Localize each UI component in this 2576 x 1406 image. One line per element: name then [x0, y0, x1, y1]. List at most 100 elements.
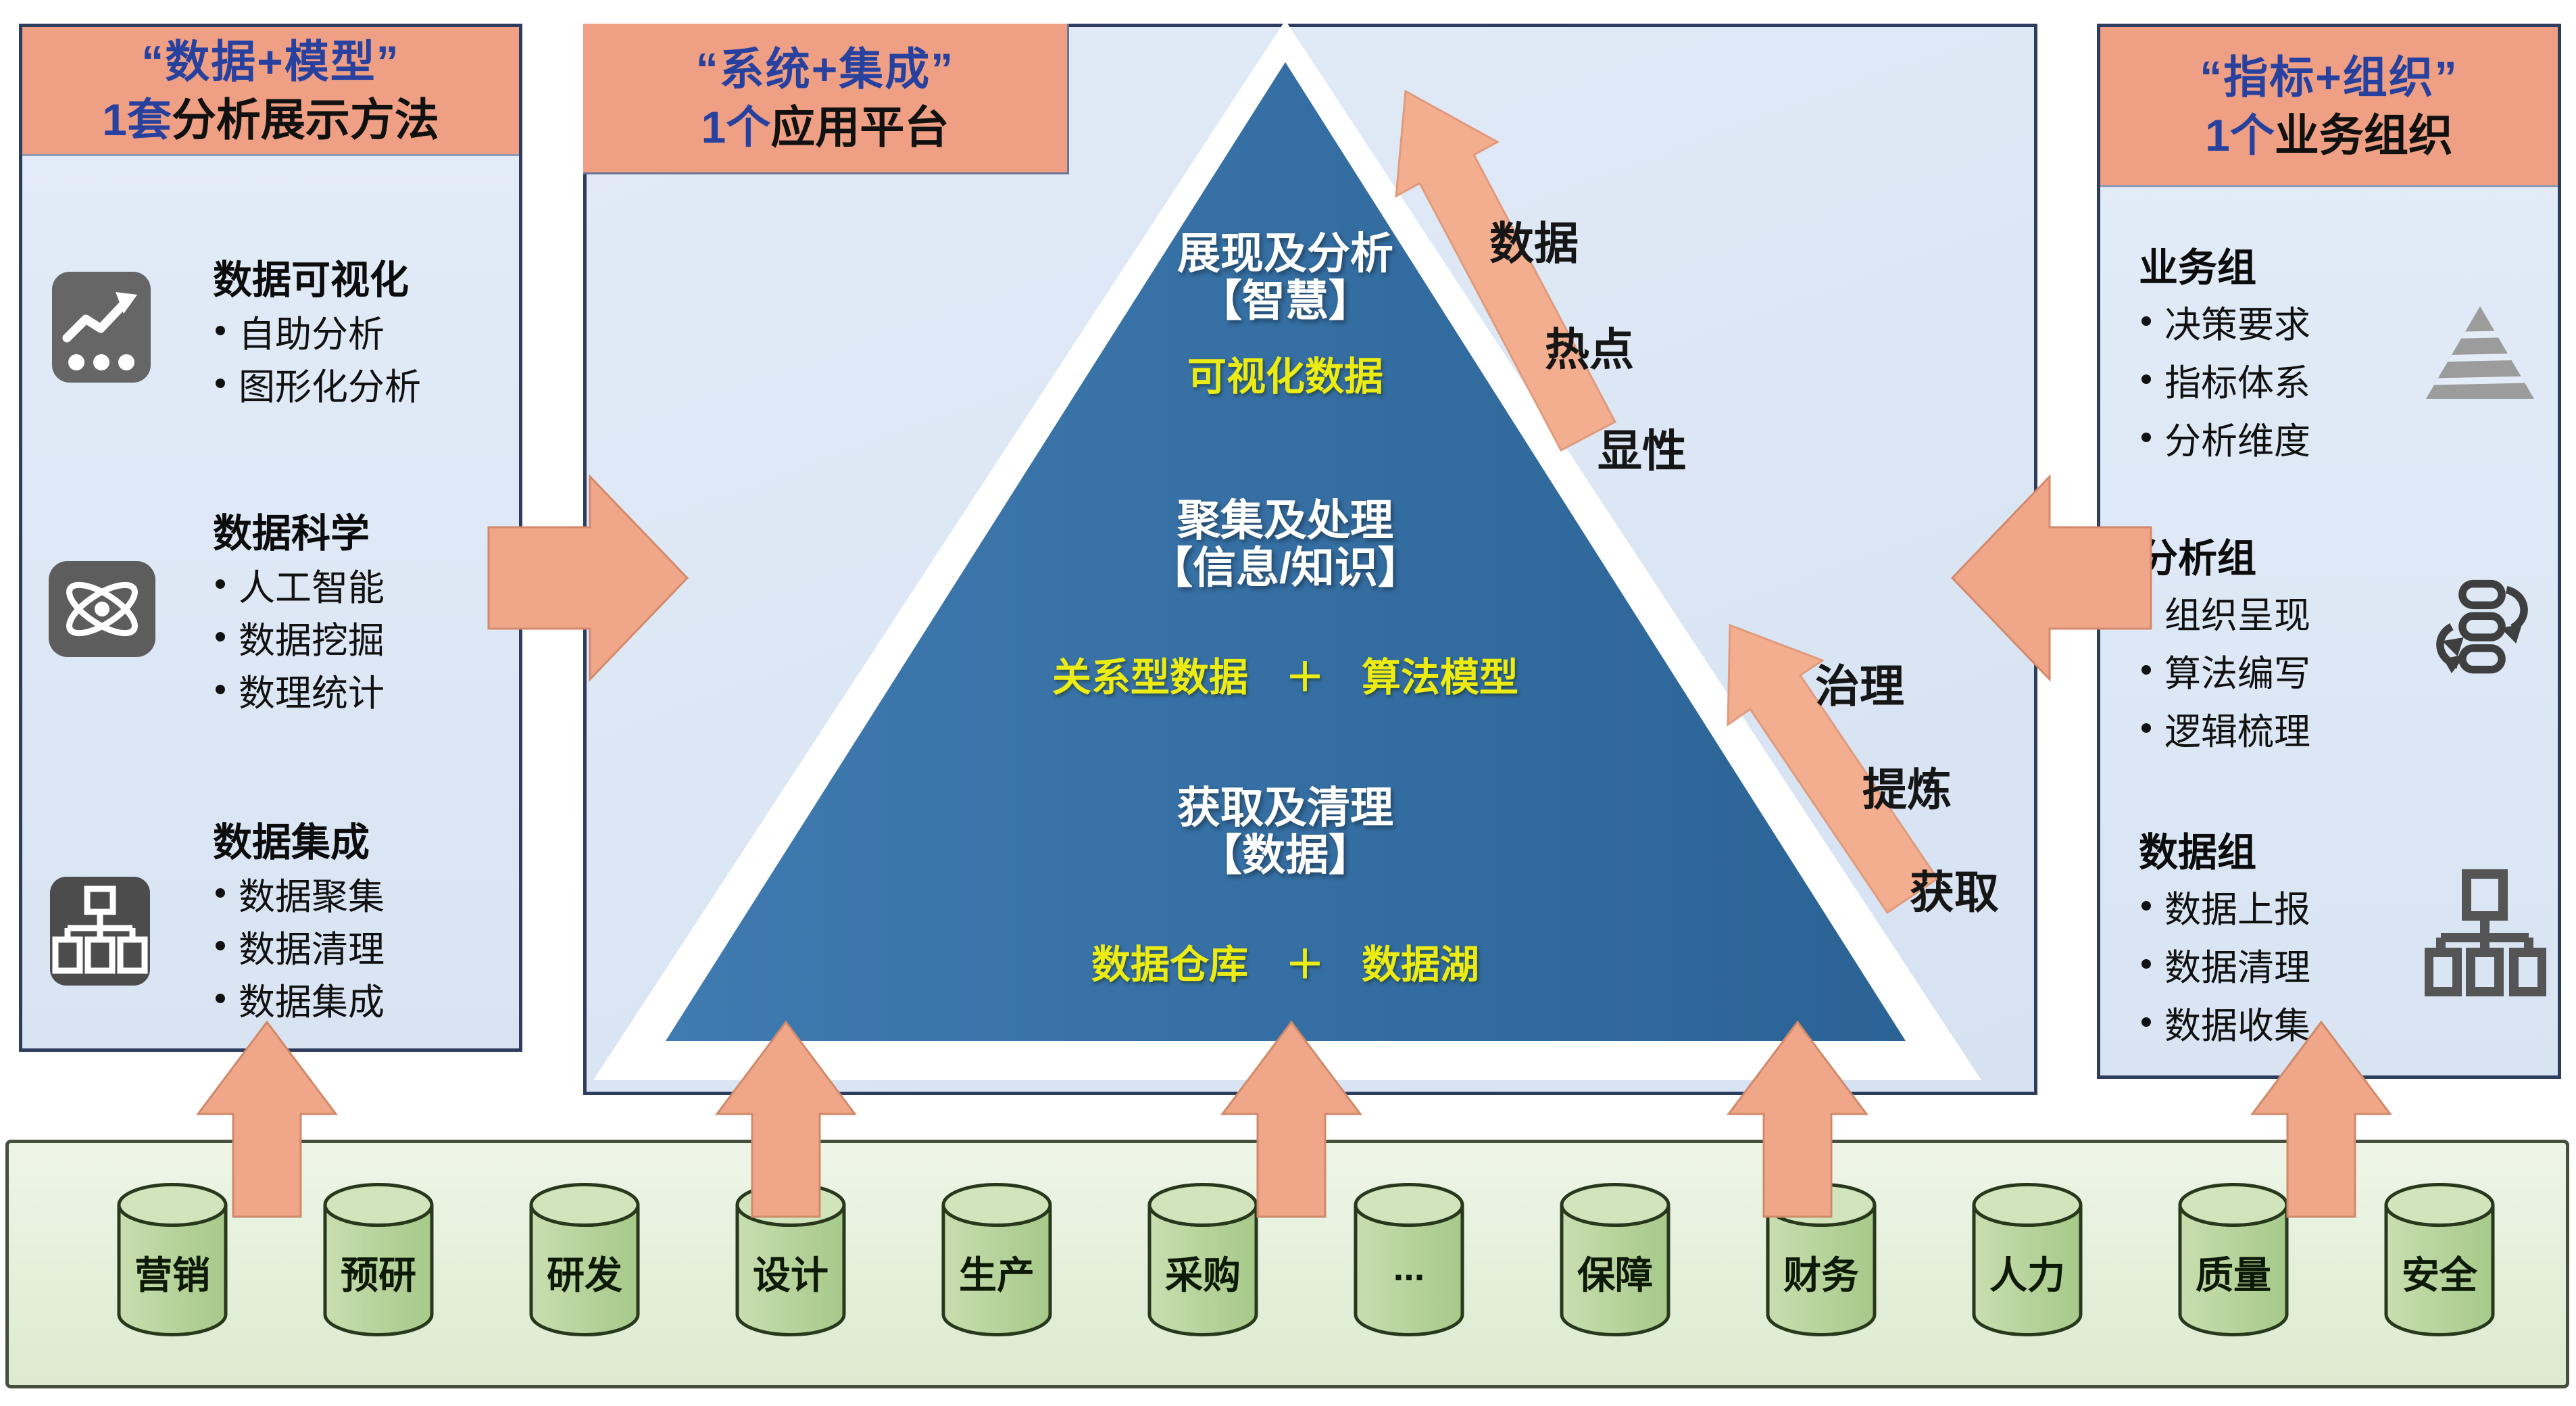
section-title: 数据组 [2139, 831, 2257, 875]
right-section-analysis-group: 分析组 组织呈现 算法编写 逻辑梳理 [2139, 535, 2310, 757]
bullet-dot-icon [2141, 607, 2151, 616]
bullet-dot-icon [216, 888, 225, 898]
bullet-text: 算法编写 [2164, 653, 2310, 694]
cylinder-label: 研发 [547, 1254, 622, 1296]
cylinder-label: 安全 [2402, 1254, 2477, 1296]
bullet-dot-icon [216, 941, 225, 950]
list-item: 算法编写 [2139, 641, 2310, 699]
cylinder-label: ... [1393, 1246, 1425, 1288]
left-header-line1: “数据+模型” [141, 37, 400, 87]
section-title: 数据集成 [213, 821, 370, 865]
center-header-line2: 1个应用平台 [701, 98, 949, 156]
bullet-text: 指标体系 [2164, 362, 2310, 404]
cylinder-label: 质量 [2196, 1254, 2271, 1296]
section-title: 分析组 [2139, 537, 2257, 581]
tier-highlight: 可视化数据 [1187, 355, 1383, 399]
flow-label: 提炼 [1862, 765, 1952, 815]
source-cylinder: 质量 [2176, 1178, 2291, 1343]
bullet-dot-icon [216, 632, 225, 641]
center-header-line1: “系统+集成” [695, 44, 955, 94]
atom-icon [47, 554, 157, 667]
flow-label: 热点 [1545, 324, 1634, 374]
bullet-dot-icon [216, 326, 225, 335]
cylinder-label: 保障 [1577, 1254, 1653, 1296]
list-item: 数据收集 [2139, 993, 2310, 1051]
bullet-text: 数理统计 [239, 673, 385, 714]
left-section-visualization: 数据可视化 自助分析 图形化分析 [213, 257, 421, 410]
list-item: 数据上报 [2139, 877, 2310, 935]
left-section-data-integration: 数据集成 数据聚集 数据清理 数据集成 [213, 819, 385, 1025]
cylinder-label: 人力 [1989, 1254, 2065, 1296]
center-header-accent: 1个 [701, 102, 771, 152]
cylinder-label: 采购 [1165, 1254, 1241, 1296]
bullet-dot-icon [216, 379, 225, 388]
cylinder-label: 生产 [959, 1254, 1035, 1296]
tier-bracket: 【智慧】 [1199, 276, 1372, 325]
list-item: 数据聚集 [213, 867, 385, 919]
bullet-text: 分析维度 [2164, 420, 2310, 462]
tier-title: 聚集及处理 [1176, 496, 1393, 545]
bullet-text: 数据清理 [239, 929, 385, 970]
section-title: 数据可视化 [213, 258, 410, 302]
cycle-icon [2431, 570, 2533, 688]
list-item: 组织呈现 [2139, 583, 2310, 641]
bullet-text: 人工智能 [239, 567, 385, 608]
left-header-accent: 1套 [102, 95, 172, 145]
plus-sign: ＋ [1285, 656, 1325, 700]
right-header-line2: 1个业务组织 [2205, 106, 2453, 164]
tier-highlight: 关系型数据 [1051, 656, 1248, 700]
left-header-line2: 1套分析展示方法 [102, 91, 439, 149]
cylinder-label: 营销 [134, 1254, 210, 1296]
source-cylinder: 预研 [321, 1178, 436, 1343]
tier-highlight: 数据湖 [1362, 943, 1480, 987]
source-cylinder: 财务 [1764, 1178, 1879, 1343]
list-item: 数据清理 [2139, 935, 2310, 993]
left-panel-header: “数据+模型” 1套分析展示方法 [22, 27, 519, 156]
source-cylinder: 安全 [2382, 1178, 2497, 1343]
bullet-text: 数据上报 [2164, 889, 2310, 930]
bullet-dot-icon [2141, 316, 2151, 326]
list-item: 分析维度 [2139, 408, 2310, 466]
tier-title: 展现及分析 [1177, 229, 1393, 278]
right-section-business-group: 业务组 决策要求 指标体系 分析维度 [2139, 245, 2310, 466]
list-item: 人工智能 [213, 558, 385, 610]
bullet-dot-icon [2141, 723, 2151, 733]
right-section-data-group: 数据组 数据上报 数据清理 数据收集 [2139, 829, 2310, 1051]
list-item: 图形化分析 [213, 357, 421, 410]
bullet-text: 数据集成 [239, 981, 385, 1023]
bullet-text: 图形化分析 [239, 366, 421, 408]
source-cylinder: 保障 [1558, 1178, 1673, 1343]
center-header-rest: 应用平台 [770, 102, 949, 152]
cylinder-label: 设计 [753, 1254, 828, 1296]
source-cylinder: 研发 [527, 1178, 642, 1343]
bullet-dot-icon [216, 579, 225, 589]
bullet-text: 数据挖掘 [239, 620, 385, 661]
center-panel-header: “系统+集成” 1个应用平台 [583, 24, 1069, 174]
list-item: 数据集成 [213, 972, 385, 1025]
sitemap-icon [49, 875, 151, 990]
list-item: 逻辑梳理 [2139, 699, 2310, 757]
bullet-text: 决策要求 [2164, 304, 2310, 345]
source-cylinder: 设计 [733, 1178, 848, 1343]
list-item: 数据挖掘 [213, 610, 385, 663]
bullet-text: 逻辑梳理 [2164, 711, 2310, 752]
bullet-text: 数据清理 [2164, 947, 2310, 988]
source-cylinder: ... [1352, 1178, 1466, 1343]
bullet-dot-icon [2141, 433, 2151, 442]
tier-highlight: 数据仓库 [1091, 943, 1248, 987]
right-header-rest: 业务组织 [2274, 110, 2453, 160]
left-header-rest: 分析展示方法 [171, 95, 439, 145]
pyramid-tier-aggregation: 聚集及处理 【信息/知识】 关系型数据 ＋ 算法模型 [1052, 497, 1518, 702]
cylinder-label: 财务 [1783, 1254, 1859, 1296]
list-item: 数据清理 [213, 919, 385, 972]
bullet-dot-icon [2141, 665, 2151, 675]
plus-sign: ＋ [1285, 943, 1325, 987]
list-item: 数理统计 [213, 663, 385, 716]
bullet-text: 数据收集 [2164, 1005, 2310, 1046]
bullet-dot-icon [216, 685, 225, 694]
bullet-text: 组织呈现 [2164, 595, 2310, 636]
pyramid-tier-presentation: 展现及分析 【智慧】 可视化数据 [1177, 230, 1393, 402]
left-section-data-science: 数据科学 人工智能 数据挖掘 数理统计 [213, 510, 385, 716]
right-header-accent: 1个 [2205, 110, 2275, 160]
